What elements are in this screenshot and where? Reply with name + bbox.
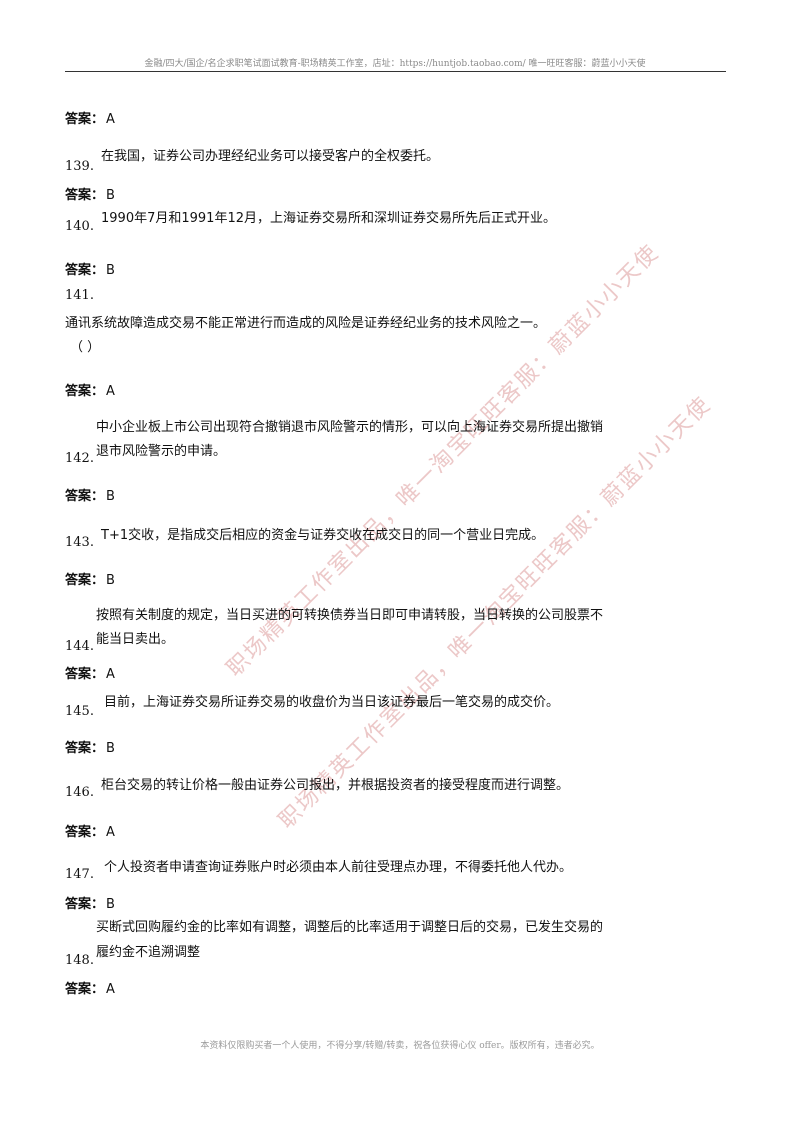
answer-line: 答案：B <box>65 186 115 202</box>
question-text: 个人投资者申请查询证券账户时必须由本人前往受理点办理，不得委托他人代办。 <box>104 860 573 875</box>
question-number: 140. <box>65 219 94 234</box>
question-number: 141. <box>65 288 94 303</box>
answer-value: A <box>106 667 115 682</box>
question-number: 142. <box>65 451 94 466</box>
page-footer: 本资料仅限购买者一个人使用，不得分享/转赠/转卖，祝各位获得心仪 offer。版… <box>200 1041 600 1051</box>
page-header: 金融/四大/国企/名企求职笔试面试教育-职场精英工作室，店址：https://h… <box>144 59 646 69</box>
answer-line: 答案：B <box>65 487 115 503</box>
answer-value: B <box>106 573 115 588</box>
question-number: 139. <box>65 159 94 174</box>
answer-label: 答案： <box>65 741 105 756</box>
question-text: 1990年7月和1991年12月，上海证券交易所和深圳证券交易所先后正式开业。 <box>101 211 556 226</box>
answer-line: 答案：B <box>65 261 115 277</box>
answer-value: B <box>106 897 115 912</box>
question-text: T+1交收，是指成交后相应的资金与证券交收在成交日的同一个营业日完成。 <box>101 528 545 543</box>
answer-label: 答案： <box>65 825 105 840</box>
question-text: 能当日卖出。 <box>96 632 175 647</box>
answer-value: B <box>106 263 115 278</box>
answer-value: A <box>106 982 115 997</box>
answer-label: 答案： <box>65 112 105 127</box>
question-number: 144. <box>65 639 94 654</box>
answer-label: 答案： <box>65 667 105 682</box>
question-text: 柜台交易的转让价格一般由证券公司报出，并根据投资者的接受程度而进行调整。 <box>101 778 570 793</box>
answer-line: 答案：A <box>65 382 115 398</box>
question-text: 中小企业板上市公司出现符合撤销退市风险警示的情形，可以向上海证券交易所提出撤销 <box>96 420 604 435</box>
question-number: 148. <box>65 953 94 968</box>
answer-value: B <box>106 489 115 504</box>
question-text: 履约金不追溯调整 <box>96 945 201 960</box>
answer-value: B <box>106 188 115 203</box>
answer-label: 答案： <box>65 897 105 912</box>
answer-line: 答案：A <box>65 823 115 839</box>
answer-line: 答案：B <box>65 739 115 755</box>
answer-label: 答案： <box>65 263 105 278</box>
answer-line: 答案：A <box>65 980 115 996</box>
question-text: 通讯系统故障造成交易不能正常进行而造成的风险是证券经纪业务的技术风险之一。 <box>65 316 547 331</box>
question-number: 146. <box>65 785 94 800</box>
question-text: 买断式回购履约金的比率如有调整，调整后的比率适用于调整日后的交易，已发生交易的 <box>96 920 604 935</box>
answer-label: 答案： <box>65 384 105 399</box>
question-text: 目前，上海证券交易所证券交易的收盘价为当日该证券最后一笔交易的成交价。 <box>104 695 560 710</box>
answer-line: 答案：A <box>65 665 115 681</box>
answer-label: 答案： <box>65 489 105 504</box>
answer-line: 答案：A <box>65 110 115 126</box>
answer-value: A <box>106 384 115 399</box>
answer-value: A <box>106 825 115 840</box>
answer-value: B <box>106 741 115 756</box>
question-number: 143. <box>65 535 94 550</box>
question-text: （ ） <box>70 340 101 355</box>
answer-line: 答案：B <box>65 895 115 911</box>
question-number: 145. <box>65 704 94 719</box>
question-text: 退市风险警示的申请。 <box>96 444 227 459</box>
answer-label: 答案： <box>65 573 105 588</box>
question-text: 在我国，证券公司办理经纪业务可以接受客户的全权委托。 <box>101 149 440 164</box>
answer-label: 答案： <box>65 188 105 203</box>
question-number: 147. <box>65 867 94 882</box>
question-text: 按照有关制度的规定，当日买进的可转换债券当日即可申请转股，当日转换的公司股票不 <box>96 608 604 623</box>
answer-label: 答案： <box>65 982 105 997</box>
answer-line: 答案：B <box>65 571 115 587</box>
header-rule <box>65 71 726 72</box>
answer-value: A <box>106 112 115 127</box>
